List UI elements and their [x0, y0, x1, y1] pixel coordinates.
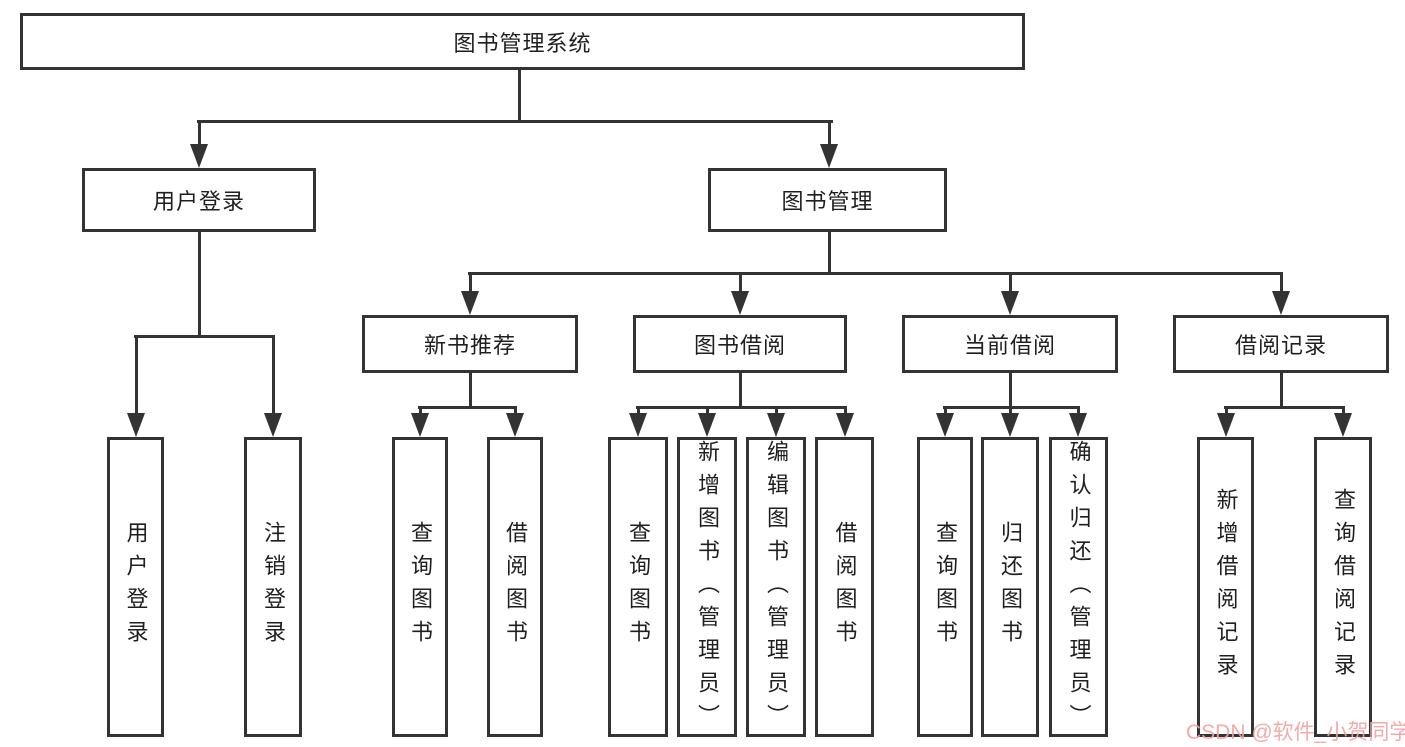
- connector-line: [636, 406, 847, 409]
- connector-line: [1280, 272, 1283, 291]
- arrowhead-down: [264, 413, 282, 437]
- arrowhead-down: [1272, 291, 1290, 315]
- arrowhead-down: [629, 413, 647, 437]
- connector-line: [518, 70, 521, 120]
- arrowhead-down: [1217, 413, 1235, 437]
- connector-line: [134, 335, 275, 338]
- leaf-label: 编辑图书（管理员）: [764, 440, 789, 737]
- connector-line: [198, 120, 201, 145]
- node-user-login: 用户登录: [82, 168, 316, 232]
- arrowhead-down: [461, 291, 479, 315]
- connector-line: [1342, 406, 1345, 413]
- connector-line: [844, 406, 847, 413]
- node-book-borrowing: 图书借阅: [633, 315, 847, 373]
- leaf-label: 查询图书: [626, 521, 651, 653]
- leaf-label: 查询图书: [408, 521, 433, 653]
- connector-line: [418, 406, 517, 409]
- connector-line: [469, 373, 472, 406]
- leaf-label: 借阅图书: [832, 521, 858, 653]
- connector-line: [419, 406, 422, 413]
- arrowhead-down: [1334, 413, 1352, 437]
- arrowhead-down: [127, 413, 145, 437]
- node-label: 新书推荐: [423, 333, 516, 358]
- leaf-borrow-books-recommend: 借阅图书: [487, 437, 543, 737]
- leaf-label: 注销登录: [261, 521, 286, 653]
- arrowhead-down: [411, 413, 429, 437]
- leaf-edit-books-admin: 编辑图书（管理员）: [746, 437, 806, 737]
- leaf-label: 新增图书（管理员）: [695, 440, 720, 737]
- connector-line: [828, 232, 831, 272]
- leaf-confirm-return-admin: 确认归还（管理员）: [1049, 437, 1108, 737]
- connector-line: [828, 120, 831, 145]
- leaf-borrow-books: 借阅图书: [815, 437, 874, 737]
- leaf-label: 查询图书: [933, 521, 958, 653]
- leaf-label: 查询借阅记录: [1331, 488, 1356, 686]
- connector-line: [469, 272, 472, 291]
- connector-line: [1225, 406, 1228, 413]
- connector-line: [1224, 406, 1345, 409]
- node-label: 当前借阅: [963, 333, 1056, 358]
- arrowhead-down: [767, 413, 785, 437]
- connector-line: [944, 406, 947, 413]
- connector-line: [637, 406, 640, 413]
- node-root-library-system: 图书管理系统: [20, 13, 1025, 70]
- leaf-label: 新增借阅记录: [1213, 488, 1239, 686]
- arrowhead-down: [506, 413, 524, 437]
- node-label: 用户登录: [152, 189, 245, 214]
- node-label: 借阅记录: [1234, 333, 1327, 358]
- node-label: 图书管理: [781, 189, 874, 214]
- arrowhead-down: [698, 413, 716, 437]
- node-label: 图书管理系统: [453, 30, 592, 56]
- connector-line: [1077, 406, 1080, 413]
- leaf-add-borrow-record: 新增借阅记录: [1197, 437, 1254, 737]
- arrowhead-down: [836, 413, 854, 437]
- leaf-query-books-borrowing: 查询图书: [608, 437, 668, 737]
- csdn-watermark: CSDN @软件_小贺同学: [1186, 721, 1405, 744]
- arrowhead-down: [1001, 413, 1019, 437]
- leaf-label: 归还图书: [998, 521, 1023, 653]
- connector-line: [739, 272, 742, 291]
- leaf-query-books-current: 查询图书: [917, 437, 973, 737]
- leaf-add-books-admin: 新增图书（管理员）: [677, 437, 737, 737]
- connector-line: [1280, 373, 1283, 406]
- leaf-user-login: 用户登录: [107, 437, 164, 737]
- connector-line: [1009, 406, 1012, 413]
- node-new-book-recommend: 新书推荐: [362, 315, 578, 373]
- leaf-query-books-recommend: 查询图书: [392, 437, 448, 737]
- leaf-logout: 注销登录: [244, 437, 302, 737]
- leaf-label: 用户登录: [123, 521, 149, 653]
- arrowhead-down: [936, 413, 954, 437]
- arrowhead-down: [820, 144, 838, 168]
- connector-line: [272, 335, 275, 413]
- connector-line: [775, 406, 778, 413]
- arrowhead-down: [731, 291, 749, 315]
- leaf-label: 借阅图书: [503, 521, 528, 653]
- connector-line: [468, 272, 1283, 275]
- connector-line: [514, 406, 517, 413]
- connector-line: [1009, 373, 1012, 406]
- leaf-query-borrow-record: 查询借阅记录: [1314, 437, 1372, 737]
- connector-line: [739, 373, 742, 406]
- connector-line: [135, 335, 138, 413]
- arrowhead-down: [1069, 413, 1087, 437]
- leaf-label: 确认归还（管理员）: [1066, 440, 1092, 737]
- connector-line: [198, 232, 201, 335]
- node-label: 图书借阅: [693, 333, 786, 358]
- connector-line: [1009, 272, 1012, 291]
- node-current-borrowing: 当前借阅: [902, 315, 1118, 373]
- arrowhead-down: [190, 144, 208, 168]
- node-borrow-records: 借阅记录: [1173, 315, 1389, 373]
- connector-line: [706, 406, 709, 413]
- arrowhead-down: [1001, 291, 1019, 315]
- node-book-management: 图书管理: [708, 168, 947, 232]
- connector-line: [197, 120, 833, 123]
- leaf-return-books: 归还图书: [981, 437, 1039, 737]
